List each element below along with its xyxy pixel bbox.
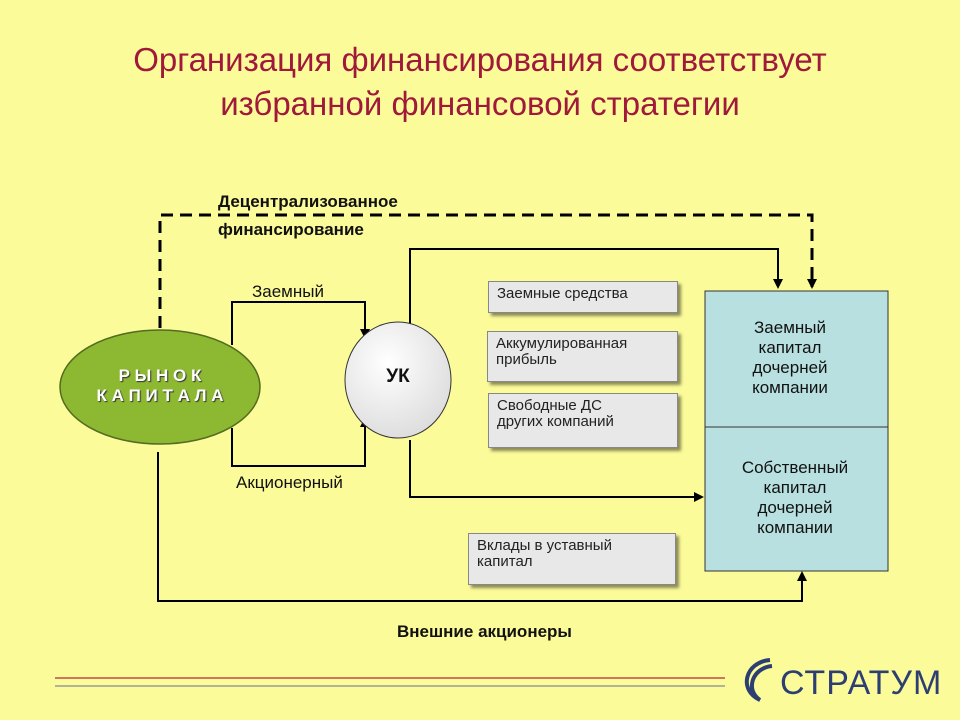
sub-equity-line-2: капитал (763, 478, 827, 497)
slide-title: Организация финансирования соответствует… (0, 38, 960, 126)
market-line-1: Р Ы Н О К (118, 366, 202, 385)
sub-equity-line-3: дочерней (757, 498, 833, 517)
uk-to-equity-arrow (409, 440, 704, 502)
charter-capital-line-1: Вклады в уставный (477, 537, 612, 554)
decentralized-line-2: финансирование (218, 220, 364, 239)
decentralized-financing-line (158, 213, 817, 328)
decentralized-line-1: Децентрализованное (218, 192, 398, 211)
borrowed-funds-box: Заемные средства (488, 281, 678, 313)
uk-to-debt-arrow (409, 248, 783, 330)
sub-debt-line-4: компании (752, 378, 828, 397)
debt-label: Заемный (252, 282, 324, 301)
sub-debt-line-2: капитал (758, 338, 822, 357)
uk-node (344, 321, 452, 439)
charter-capital-line-2: капитал (477, 553, 533, 570)
title-line-1: Организация финансирования соответствует (133, 41, 827, 78)
uk-label: УК (386, 366, 410, 387)
decentralized-financing-label: Децентрализованное финансирование (218, 188, 398, 244)
charter-capital-box: Вклады в уставный капитал (468, 533, 676, 585)
title-line-2: избранной финансовой стратегии (220, 85, 740, 122)
external-shareholders-arrow (157, 452, 807, 602)
stratum-logo-text: СТРАТУМ (780, 664, 943, 702)
sub-debt-line-3: дочерней (752, 358, 828, 377)
subsidiary-capital-block (704, 290, 889, 572)
external-shareholders-label: Внешние акционеры (397, 622, 572, 641)
stratum-logo-mark (744, 658, 773, 702)
capital-market-node (59, 329, 261, 445)
market-line-2: К А П И Т А Л А (96, 386, 224, 405)
accumulated-profit-line-1: Аккумулированная (496, 335, 628, 352)
free-funds-line-1: Свободные ДС (497, 397, 602, 414)
sub-equity-line-4: компании (757, 518, 833, 537)
equity-label: Акционерный (236, 473, 343, 492)
equity-flow-arrow (231, 417, 370, 467)
capital-market-label: Р Ы Н О К К А П И Т А Л А (60, 366, 260, 406)
free-funds-box: Свободные ДС других компаний (488, 393, 678, 448)
accumulated-profit-line-2: прибыль (496, 351, 557, 368)
accumulated-profit-box: Аккумулированная прибыль (487, 331, 678, 382)
sub-debt-line-1: Заемный (754, 318, 826, 337)
subsidiary-debt-capital-label: Заемный капитал дочерней компании (705, 318, 875, 398)
sub-equity-line-1: Собственный (741, 458, 849, 477)
subsidiary-equity-capital-label: Собственный капитал дочерней компании (710, 458, 880, 538)
free-funds-line-2: других компаний (497, 413, 614, 430)
borrowed-funds-text: Заемные средства (497, 285, 628, 302)
debt-flow-arrow (231, 301, 370, 345)
